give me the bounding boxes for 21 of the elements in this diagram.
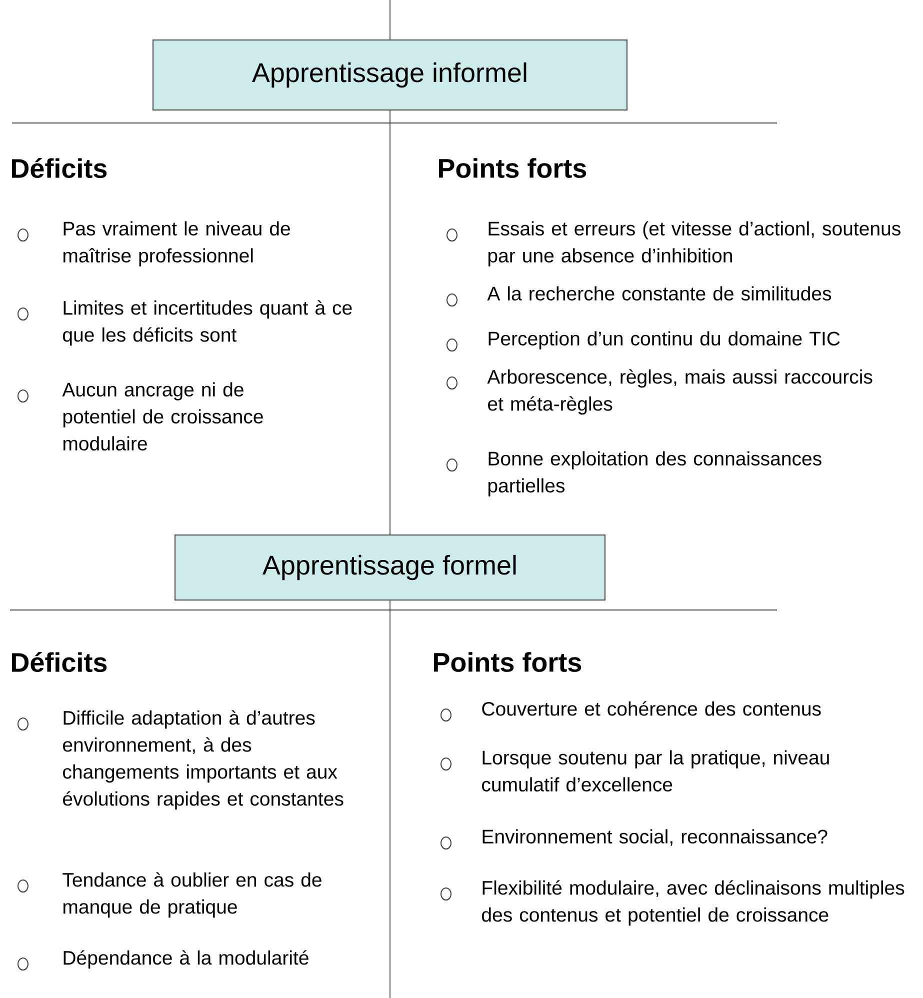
list-item: Perception d’un continu du domaine TIC [488, 331, 840, 350]
section-heading: Déficits [12, 158, 107, 178]
list-item: Aucun ancrage ni de potentiel de croissance modulaire [62, 382, 263, 451]
list-item: Lorsque soutenu par la pratique, niveau cumulatif d’excellence [482, 750, 829, 792]
list-item: Arborescence, règles, mais aussi raccourcis et méta-règles [487, 369, 872, 415]
list-item: Limites et incertitudes quant à ce que les déficits sont [63, 300, 352, 346]
section-heading: Déficits [12, 652, 107, 672]
list-item: Bonne exploitation des connaissances partielles [488, 451, 822, 496]
list-item: Essais et erreurs (et vitesse d’actionl, soutenus par une absence d’inhibition [488, 221, 900, 266]
section-heading: Points forts [439, 158, 586, 178]
list-item: Flexibilité modulaire, avec déclinaisons multiples des contenus et potentiel de croissance [482, 880, 904, 926]
list-item: Difficile adaptation à d’autres environnement, à des changements importants et aux évolutions rapides et constantes [63, 710, 344, 810]
list-item: Dépendance à la modularité [64, 950, 308, 969]
title-box: Apprentissage formel [174, 534, 606, 600]
list-item: Environnement social, reconnaissance? [482, 829, 828, 846]
title-box: Apprentissage informel [152, 40, 628, 110]
list-item: Couverture et cohérence des contenus [482, 701, 821, 716]
list-item: Pas vraiment le niveau de maîtrise professionnel [64, 221, 290, 266]
list-item: Tendance à oublier en cas de manque de pratique [62, 872, 322, 918]
list-item: A la recherche constante de similitudes [487, 286, 832, 301]
section-heading: Points forts [434, 652, 582, 672]
